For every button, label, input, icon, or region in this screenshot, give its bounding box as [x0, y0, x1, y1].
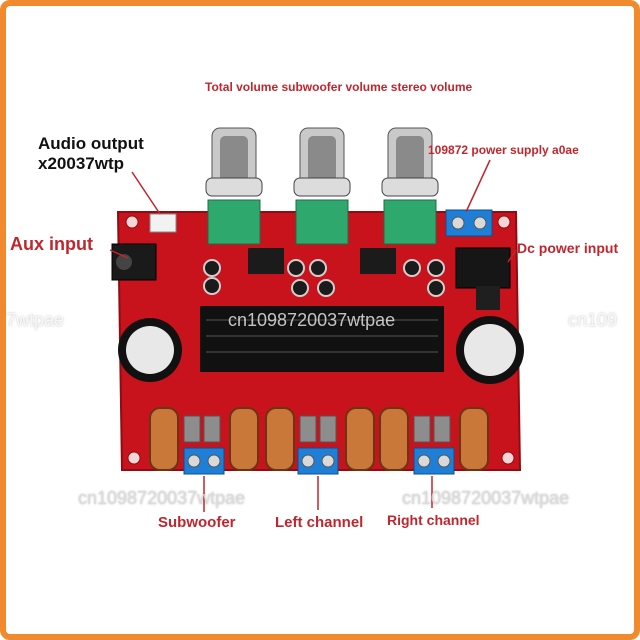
left-channel-label: Left channel	[275, 514, 364, 531]
dc-power-jack	[455, 247, 511, 289]
audio-output-pointer	[131, 171, 161, 215]
left-channel-terminal	[297, 447, 339, 475]
watermark-bottom-left: cn1098720037wtpae	[78, 488, 246, 508]
mounting-hole	[497, 215, 511, 229]
aux-input-pointer	[109, 249, 129, 259]
dc-input-pointer	[507, 249, 517, 263]
audio-output-label: Audio output x20037wtp	[38, 134, 144, 174]
inductor-coils	[149, 407, 489, 471]
right-channel-terminal	[413, 447, 455, 475]
mounting-hole	[501, 451, 515, 465]
audio-output-connector	[149, 213, 177, 233]
watermark-bottom-right: cn1098720037wtpae	[402, 488, 570, 508]
heatsink	[200, 306, 444, 372]
large-capacitor-right	[456, 316, 524, 384]
mounting-hole	[127, 451, 141, 465]
subwoofer-volume-knob	[293, 127, 351, 245]
watermark-left-edge: 7wtpae	[6, 310, 65, 330]
large-capacitor-left	[118, 318, 182, 382]
subwoofer-label: Subwoofer	[158, 514, 236, 531]
watermark-right-edge: cn109	[568, 310, 618, 330]
stereo-volume-knob	[381, 127, 439, 245]
small-capacitors	[203, 259, 445, 297]
dc-power-input-label: Dc power input	[517, 240, 619, 256]
knob-functions-label: Total volume subwoofer volume stereo vol…	[205, 80, 473, 94]
aux-input-label: Aux input	[10, 234, 93, 254]
mounting-hole	[125, 215, 139, 229]
ic-chip	[360, 248, 396, 274]
power-supply-pointer	[465, 159, 491, 213]
audio-output-label-line2: x20037wtp	[38, 154, 124, 173]
watermark-center: cn1098720037wtpae	[228, 310, 396, 330]
film-capacitors	[183, 415, 451, 443]
total-volume-knob	[205, 127, 263, 245]
subwoofer-terminal	[183, 447, 225, 475]
audio-output-label-line1: Audio output	[38, 134, 144, 153]
ic-chip	[248, 248, 284, 274]
right-channel-label: Right channel	[387, 512, 480, 528]
power-supply-label: 109872 power supply a0ae	[428, 143, 579, 157]
